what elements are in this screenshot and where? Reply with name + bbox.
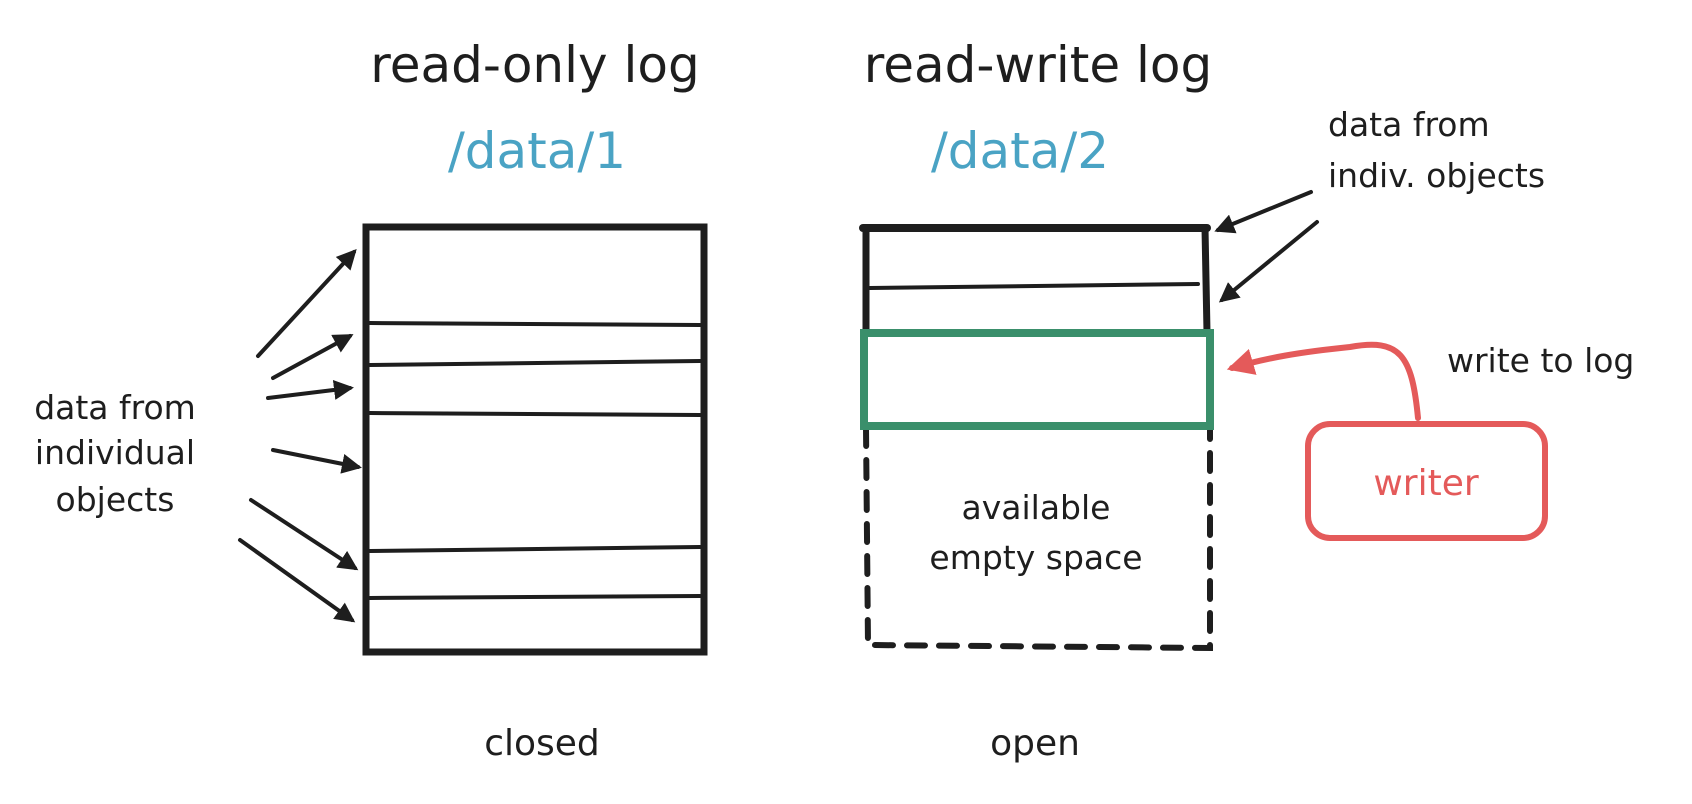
right-note: data from indiv. objects (1328, 105, 1545, 195)
writer-box (1305, 421, 1548, 541)
empty-space-line-2: empty space (929, 538, 1142, 577)
left-arrow-1 (256, 249, 357, 358)
left-arrow-3 (266, 380, 354, 400)
right-arrows (1214, 190, 1319, 303)
right-arrow-2 (1218, 220, 1319, 303)
left-log-state: closed (484, 723, 600, 764)
right-note-line-1: data from (1328, 105, 1490, 144)
left-note-line-1: data from (34, 388, 196, 427)
left-arrows (238, 249, 362, 623)
left-log-box (362, 223, 708, 656)
right-log-path: /data/2 (931, 122, 1109, 180)
empty-space-line-1: available (962, 488, 1111, 527)
left-arrow-2 (271, 334, 354, 380)
right-note-line-2: indiv. objects (1328, 156, 1545, 195)
left-note: data from individual objects (34, 388, 196, 519)
left-arrow-4 (271, 448, 362, 474)
writer-label: writer (1373, 463, 1479, 504)
left-note-line-2: individual (35, 433, 195, 472)
left-log-title: read-only log (370, 36, 699, 94)
empty-space-label: available empty space (929, 488, 1142, 577)
left-arrow-5 (249, 498, 359, 571)
left-arrow-6 (238, 538, 356, 623)
right-arrow-1 (1214, 190, 1313, 234)
active-write-block (860, 329, 1214, 430)
write-arrow (1226, 341, 1421, 421)
write-to-log-label: write to log (1447, 341, 1634, 380)
right-log-state: open (990, 723, 1080, 764)
left-log-path: /data/1 (448, 122, 626, 180)
right-log-title: read-write log (864, 36, 1212, 94)
left-note-line-3: objects (56, 480, 175, 519)
right-log-box (859, 224, 1213, 652)
